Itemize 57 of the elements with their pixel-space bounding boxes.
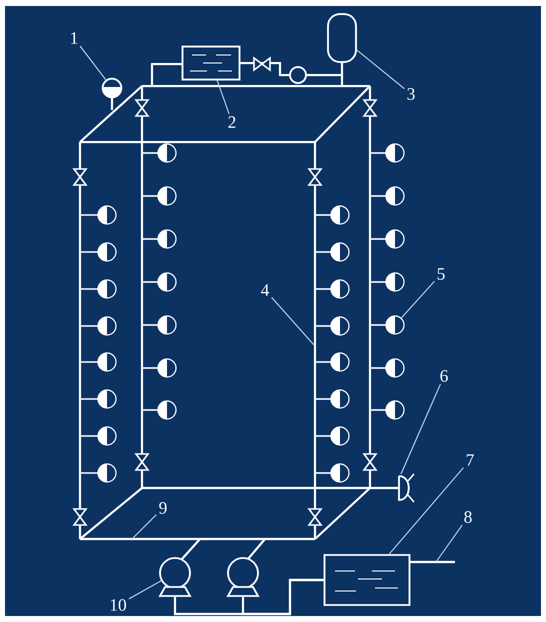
hydrant (371, 143, 405, 163)
water-pool (324, 554, 410, 606)
pipe (306, 62, 344, 76)
callout-number: 9 (159, 502, 167, 514)
pipe (242, 578, 324, 616)
hydrant (143, 358, 177, 378)
hydrant (143, 229, 177, 249)
callout-number: 3 (408, 88, 415, 100)
hydrant (81, 389, 117, 409)
leader-line (80, 46, 106, 80)
hydrant (81, 205, 117, 225)
leader-line (436, 524, 463, 562)
hydrant (81, 426, 117, 446)
pressure-gauge (102, 78, 122, 98)
hydrant (143, 186, 177, 206)
hydrant (81, 242, 117, 262)
hydrant (143, 272, 177, 292)
callout-number: 2 (228, 116, 236, 128)
hydrant (316, 426, 350, 446)
hydrant (143, 315, 177, 335)
hydrant (143, 143, 177, 163)
hydrant (316, 389, 350, 409)
water-tank (182, 46, 240, 80)
hydrant (316, 242, 350, 262)
pipe (240, 62, 290, 76)
hydrant (81, 352, 117, 372)
hydrant (371, 400, 405, 420)
hydrant (81, 463, 117, 483)
hydrant (316, 205, 350, 225)
callout-number: 4 (261, 284, 270, 296)
leader-line (356, 50, 405, 90)
hydrant (371, 186, 405, 206)
leader-line (271, 297, 314, 346)
leader-line (128, 580, 162, 600)
hydrant (316, 352, 350, 372)
callout-number: 7 (466, 454, 474, 466)
callout-number: 5 (438, 268, 445, 280)
leader-line (132, 514, 157, 540)
hydrant (316, 279, 350, 299)
pressure-vessel (327, 13, 357, 63)
leader-line (216, 80, 230, 114)
hydrant (81, 279, 117, 299)
hydrant (316, 463, 350, 483)
leader-line (388, 467, 464, 554)
hydrant (371, 358, 405, 378)
hydrant (371, 229, 405, 249)
hydrant (143, 400, 177, 420)
callout-number: 10 (110, 599, 126, 611)
leader-line (400, 384, 441, 474)
callout-number: 8 (464, 511, 472, 523)
hydrant (371, 315, 405, 335)
callout-number: 1 (71, 32, 78, 44)
hydrant (371, 272, 405, 292)
hydrant (81, 316, 117, 336)
callout-number: 6 (440, 370, 448, 382)
hydrant (316, 316, 350, 336)
leader-line (401, 280, 435, 318)
